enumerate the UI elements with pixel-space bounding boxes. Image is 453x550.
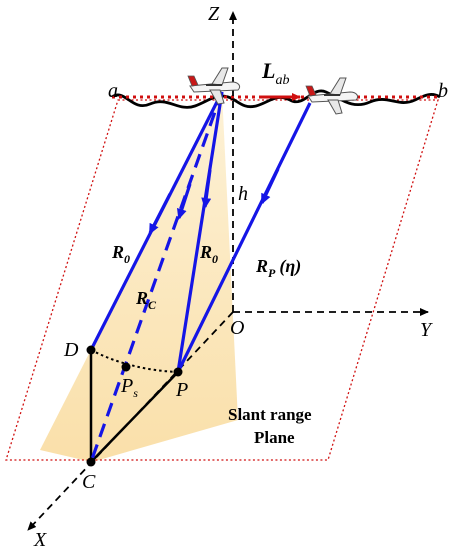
plane-caption-line2: Plane xyxy=(254,428,295,447)
x-axis-label: X xyxy=(33,529,47,550)
R0-right-label: R0 xyxy=(199,242,218,266)
RP-label: RP(η) xyxy=(255,256,301,280)
RC-label: RC xyxy=(135,288,157,312)
point-b-label: b xyxy=(438,80,448,102)
segment-CP xyxy=(90,371,179,463)
beam-footprint-cone xyxy=(40,92,238,462)
airplane-icon xyxy=(305,77,359,115)
terrain-curve xyxy=(111,89,441,109)
point-P-dot xyxy=(173,367,183,377)
beam-R0-right xyxy=(176,91,224,373)
beam-RP xyxy=(176,102,312,373)
point-Ps-dot xyxy=(121,362,131,372)
plane-caption-line1: Slant range xyxy=(228,405,312,424)
point-C-label: C xyxy=(82,471,96,493)
point-D-label: D xyxy=(63,339,79,361)
beam-RP-arrow xyxy=(260,168,280,205)
beam-RC-arrow xyxy=(177,183,192,220)
y-axis-label: Y xyxy=(420,319,433,341)
beam-R0-right-arrow xyxy=(201,169,212,209)
point-C-dot xyxy=(86,457,96,467)
L-label: Lab xyxy=(261,58,289,88)
origin-label: O xyxy=(230,317,244,339)
point-P-label: P xyxy=(175,379,188,401)
h-label: h xyxy=(238,183,248,205)
arc-D-Ps-P xyxy=(90,349,179,373)
point-D-dot xyxy=(86,345,96,355)
beam-R0-left-arrow xyxy=(148,193,172,235)
point-a-label: a xyxy=(108,80,118,102)
z-axis-label: Z xyxy=(208,3,220,25)
point-Ps-label: Ps xyxy=(120,375,138,400)
airplane-icon xyxy=(187,67,241,105)
R0-left-label: R0 xyxy=(111,242,130,266)
